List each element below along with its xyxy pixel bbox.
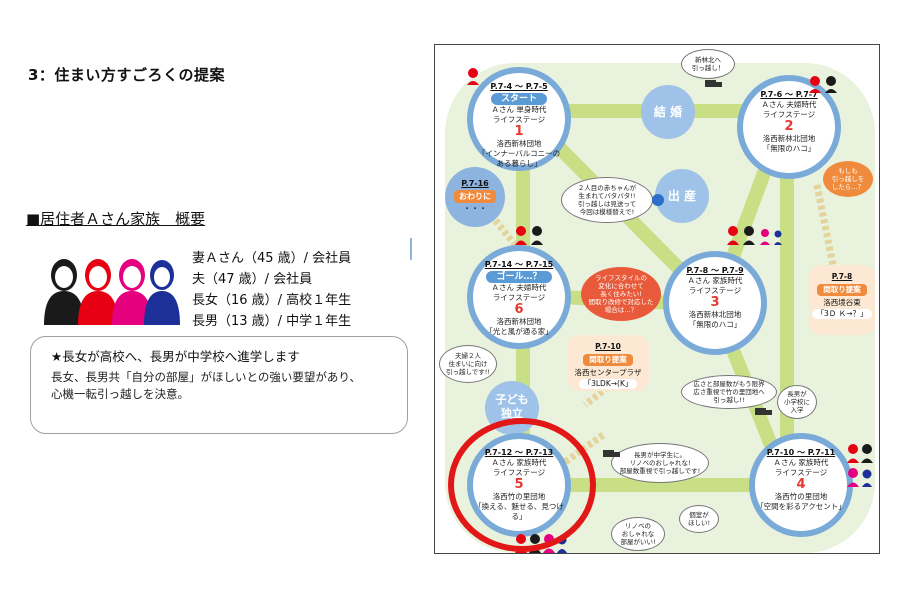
husband-figure-icon — [78, 259, 118, 325]
summary-line: 長女、長男共「自分の部屋」がほしいとの強い要望があり、 — [51, 370, 361, 384]
stage-plan: 「光と風が通る家」 — [485, 327, 553, 336]
stage-place: 洛西新林団地 — [496, 317, 542, 326]
truck-icon — [705, 80, 722, 87]
stage-line: ライフステージ — [688, 286, 742, 295]
card-place: 洛西境谷東 — [823, 298, 861, 307]
section-heading: ■居住者Ａさん家族 概要 — [26, 210, 206, 228]
stage-pages: P.7-8 ～ P.7-9 — [686, 266, 744, 275]
card-pages: P.7-8 — [831, 272, 853, 281]
stage-plan: 「無限のハコ」 — [762, 144, 816, 153]
stage-line: ライフステージ — [492, 293, 546, 302]
stage-number: 6 — [514, 302, 524, 317]
stage-plan: ある暮らし」 — [496, 159, 542, 168]
card-pages: P.7-10 — [595, 342, 621, 351]
slide-title: 3：住まい方すごろくの提案 — [28, 66, 225, 84]
speech-bubble: 個室がほしい! — [679, 505, 719, 533]
summary-callout: ★長女が高校へ、長男が中学校へ進学します 長女、長男共「自分の部屋」がほしいとの… — [30, 336, 408, 434]
layout-proposal-center-plaza: P.7-10 間取り提案 洛西センタープラザ 「3LDK→(K」 — [567, 335, 649, 391]
stage-place: 洛西新林団地 — [496, 139, 542, 148]
stage-4: P.7-10 ～ P.7-11 Ａさん 家族時代 ライフステージ 4 洛西竹の里… — [749, 433, 853, 537]
speech-bubble: リノベのおしゃれな部屋がいい! — [611, 517, 665, 551]
highlight-ring — [448, 418, 596, 552]
card-plan: 「3Ｄ Ｋ→？」 — [811, 309, 873, 319]
summary-body: 長女、長男共「自分の部屋」がほしいとの強い要望があり、 心機一転引っ越しを決意。 — [51, 369, 387, 403]
speech-bubble: 広さと部屋数がもう限界広さ重視で竹の里団地へ引っ越し!! — [681, 375, 777, 409]
card-tag: 間取り提案 — [583, 354, 633, 366]
stage-pages: P.7-4 ～ P.7-5 — [490, 82, 548, 91]
event-birth: 出 産 — [655, 169, 709, 223]
baby-icon — [652, 194, 664, 206]
stage-place: 洛西新林北団地 — [762, 134, 816, 143]
stage-6-goal: P.7-14 ～ P.7-15 ゴール…？ Ａさん 夫婦時代 ライフステージ 6… — [467, 245, 571, 349]
stage-2: P.7-6 ～ P.7-7 Ａさん 夫婦時代 ライフステージ 2 洛西新林北団地… — [737, 75, 841, 179]
speech-bubble: 新林北へ引っ越し！ — [681, 49, 735, 79]
stage-place: 洛西竹の里団地 — [774, 492, 828, 501]
stage-place: 洛西新林北団地 — [688, 310, 742, 319]
family-figures-icon — [727, 226, 782, 245]
speech-bubble: 長男が中学生に。リノベのおしゃれな!部屋数重視で引っ越しです! — [611, 443, 709, 483]
truck-icon — [603, 450, 620, 457]
stage-line: Ａさん 単身時代 — [491, 105, 547, 114]
couple-figures-icon — [809, 76, 837, 93]
event-label: 子ども — [495, 393, 529, 406]
speech-bubble: 長男が小学校に入学 — [777, 385, 817, 419]
family-figures-icon — [515, 226, 543, 245]
stage-line: ライフステージ — [774, 468, 828, 477]
stage-number: 4 — [796, 477, 806, 492]
sugoroku-board: 結 婚 出 産 子ども 独立 P.7-4 ～ P.7-5 スタート Ａさん 単身… — [434, 44, 880, 554]
family-figures-icon — [847, 444, 873, 487]
stage-number: 3 — [710, 295, 720, 310]
card-tag: 間取り提案 — [817, 284, 867, 296]
member-line: 夫（47 歳）/ 会社員 — [192, 272, 313, 287]
stage-ribbon: ゴール…？ — [486, 271, 552, 283]
speech-bubble: ライフスタイルの変化に合わせて長く住みたい!間取り改修で対応した場合は…？ — [581, 267, 661, 321]
summary-line: 心機一転引っ越しを決意。 — [51, 387, 189, 401]
stage-plan: 「空間を彩るアクセント」 — [756, 502, 846, 511]
stage-pages: P.7-10 ～ P.7-11 — [766, 448, 836, 457]
daughter-figure-icon — [112, 259, 152, 325]
stage-ending: P.7-16 おわりに ・・・ — [445, 167, 505, 227]
event-label: 独立 — [501, 407, 523, 420]
stage-line: Ａさん 家族時代 — [773, 458, 829, 467]
stage-pages: P.7-6 ～ P.7-7 — [760, 90, 818, 99]
stage-pages: P.7-14 ～ P.7-15 — [484, 260, 554, 269]
event-marriage: 結 婚 — [641, 85, 695, 139]
member-list: 妻Ａさん（45 歳）/ 会社員 夫（47 歳）/ 会社員 長女（16 歳）/ 高… — [192, 248, 351, 332]
truck-icon — [755, 408, 772, 415]
family-illustration — [40, 255, 180, 325]
stage-pages: P.7-16 — [461, 179, 489, 188]
stage-3: P.7-8 ～ P.7-9 Ａさん 家族時代 ライフステージ 3 洛西新林北団地… — [663, 251, 767, 355]
stage-plan: 「無限のハコ」 — [688, 320, 742, 329]
speech-bubble: 夫婦２人住まいに向け引っ越しです!! — [439, 345, 497, 383]
stage-1-start: P.7-4 ～ P.7-5 スタート Ａさん 単身時代 ライフステージ 1 洛西… — [467, 67, 571, 171]
summary-lead: ★長女が高校へ、長男が中学校へ進学します — [51, 349, 300, 364]
stage-plan: 「インナーバルコニーの — [477, 149, 561, 158]
stage-number: 2 — [784, 119, 794, 134]
member-line: 妻Ａさん（45 歳）/ 会社員 — [192, 251, 352, 266]
text-cursor-mark — [410, 238, 412, 260]
member-line: 長女（16 歳）/ 高校１年生 — [192, 293, 352, 308]
card-place: 洛西センタープラザ — [574, 368, 642, 377]
layout-proposal-sakaidani: P.7-8 間取り提案 洛西境谷東 「3Ｄ Ｋ→？」 — [809, 265, 875, 335]
wife-figure-icon — [44, 259, 84, 325]
member-line: 長男（13 歳）/ 中学１年生 — [192, 314, 352, 329]
couple-figures-icon — [467, 68, 479, 85]
stage-dots: ・・・ — [463, 204, 487, 213]
stage-line: ライフステージ — [492, 115, 546, 124]
stage-tag: おわりに — [454, 190, 496, 203]
card-plan: 「3LDK→(K」 — [578, 379, 638, 389]
stage-line: ライフステージ — [762, 110, 816, 119]
speech-bubble: ２人目の赤ちゃんが生まれてバタバタ!!引っ越しは見送って今回は模様替えで! — [561, 177, 653, 223]
stage-number: 1 — [514, 124, 524, 139]
stage-line: Ａさん 夫婦時代 — [491, 283, 547, 292]
speech-bubble: もしも引っ越しをしたら…？ — [823, 161, 873, 197]
son-figure-icon — [144, 260, 180, 325]
stage-line: Ａさん 夫婦時代 — [761, 100, 817, 109]
stage-line: Ａさん 家族時代 — [687, 276, 743, 285]
stage-ribbon: スタート — [490, 93, 547, 105]
